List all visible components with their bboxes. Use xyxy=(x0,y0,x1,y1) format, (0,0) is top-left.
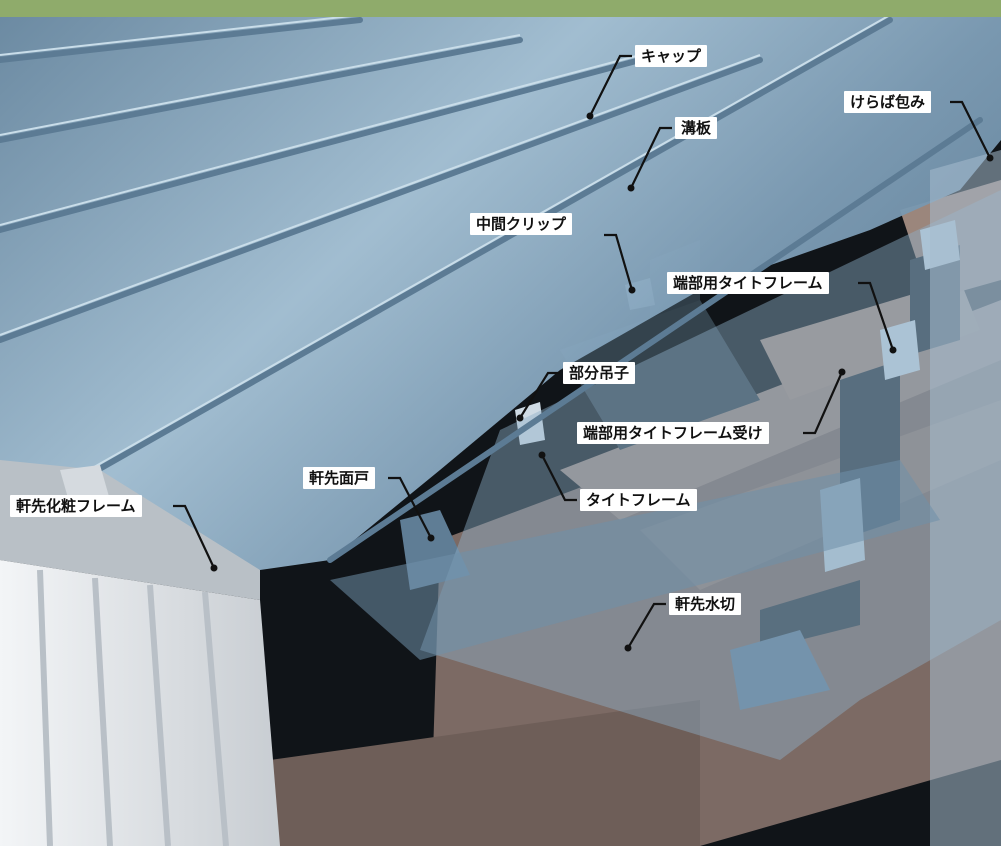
label-tight-frame: タイトフレーム xyxy=(580,489,697,511)
label-eaves-flashing: 軒先水切 xyxy=(669,593,742,615)
label-intermediate-clip: 中間クリップ xyxy=(470,213,573,235)
label-eaves-face-closure: 軒先面戸 xyxy=(303,467,376,489)
wall-cladding xyxy=(0,560,280,846)
eaves-flashing-shape xyxy=(330,460,940,660)
label-partial-hanger: 部分吊子 xyxy=(563,362,636,384)
label-end-tight-frame-receiver: 端部用タイトフレーム受け xyxy=(577,422,769,444)
label-end-tight-frame: 端部用タイトフレーム xyxy=(667,272,829,294)
label-eaves-decorative-frame: 軒先化粧フレーム xyxy=(10,495,142,517)
leader-lines xyxy=(173,54,991,649)
label-cap: キャップ xyxy=(635,45,708,67)
rib-highlights xyxy=(0,14,891,476)
label-gutter-plate: 溝板 xyxy=(675,117,718,139)
leader-dots xyxy=(210,112,994,652)
roof-ribs xyxy=(0,17,983,563)
top-green-band xyxy=(0,0,1001,17)
label-gable-cover: けらば包み xyxy=(844,91,932,113)
